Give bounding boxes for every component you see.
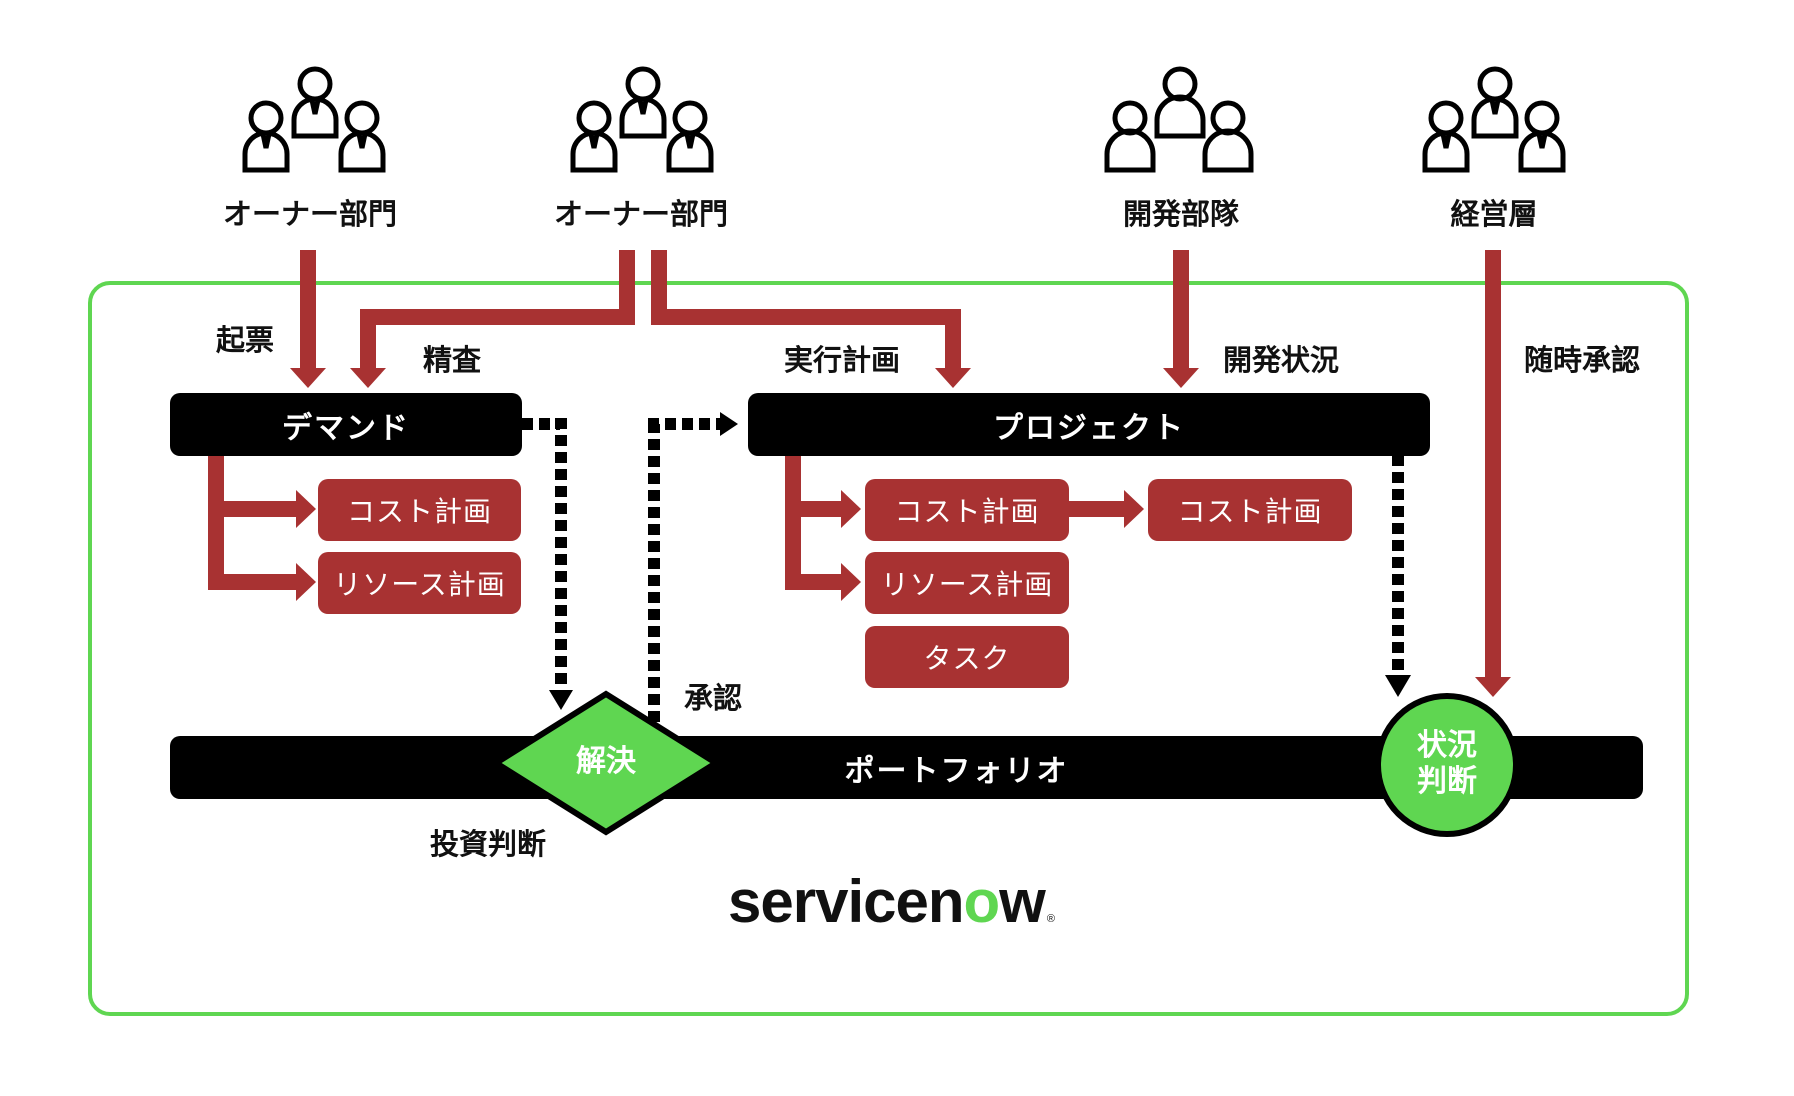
status-node-line2: 判断 [1417,764,1477,799]
actor-label-management: 経営層 [1450,197,1538,231]
people-with-ties-icon [1422,66,1566,173]
project-cost-plan-next-label: コスト計画 [1177,495,1323,528]
dotted-arrow-demand-to-decision [522,418,573,710]
flow-label-shonin: 承認 [684,681,743,715]
flow-label-kihyo: 起票 [216,323,275,357]
dotted-arrow-project-to-status [1385,455,1411,697]
project-cost-plan-next-box[interactable]: コスト計画 [1148,479,1352,541]
project-task-label: タスク [923,642,1011,675]
servicenow-platform-frame [88,281,1689,1016]
arrow-zuiji-shonin [1475,250,1511,697]
flow-label-zuiji-shonin: 随時承認 [1524,343,1641,377]
logo-text-end: w [999,868,1046,935]
project-resource-plan-box[interactable]: リソース計画 [865,552,1069,614]
actor-label-owner-2: オーナー部門 [553,197,729,231]
flow-label-seisa: 精査 [423,343,482,377]
servicenow-logo: servicenow® [728,872,1055,932]
project-bar[interactable]: プロジェクト [748,393,1430,456]
project-branch-arrows [785,455,1144,601]
project-title: プロジェクト [993,410,1185,446]
demand-bar[interactable]: デマンド [170,393,522,456]
people-with-ties-icon [242,66,386,173]
demand-branch-arrows [208,455,316,601]
arrow-jikko-keikaku [651,250,971,388]
arrow-kaihatsu-jokyo [1163,250,1199,388]
demand-cost-plan-label: コスト計画 [346,495,492,528]
project-cost-plan-label: コスト計画 [894,495,1040,528]
project-resource-plan-label: リソース計画 [880,568,1054,601]
flow-label-jikko-keikaku: 実行計画 [784,343,901,377]
status-judgement-circle[interactable] [1372,690,1522,840]
people-with-ties-icon [570,66,714,173]
decision-diamond[interactable] [490,690,722,836]
project-task-box[interactable]: タスク [865,626,1069,688]
logo-text: servicen [728,868,965,935]
dotted-arrow-decision-to-project [648,412,738,722]
project-cost-plan-box[interactable]: コスト計画 [865,479,1069,541]
flow-label-kaihatsu-jokyo: 開発状況 [1223,343,1340,377]
portfolio-title: ポートフォリオ [844,753,1069,789]
actor-label-dev-team: 開発部隊 [1122,197,1240,231]
people-icon [1104,66,1254,173]
status-node-label: 状況 判断 [1397,728,1497,800]
logo-o-accent: o [963,868,1001,935]
actor-label-owner-1: オーナー部門 [222,197,398,231]
registered-mark: ® [1046,913,1055,925]
demand-resource-plan-box[interactable]: リソース計画 [318,552,521,614]
demand-cost-plan-box[interactable]: コスト計画 [318,479,521,541]
demand-title: デマンド [282,410,410,446]
status-node-line1: 状況 [1417,728,1477,763]
arrow-kihyo [290,250,326,388]
arrow-seisa [350,250,635,388]
flow-label-toshi-handan: 投資判断 [430,827,547,861]
decision-node-label: 解決 [576,744,636,779]
demand-resource-plan-label: リソース計画 [333,568,506,601]
